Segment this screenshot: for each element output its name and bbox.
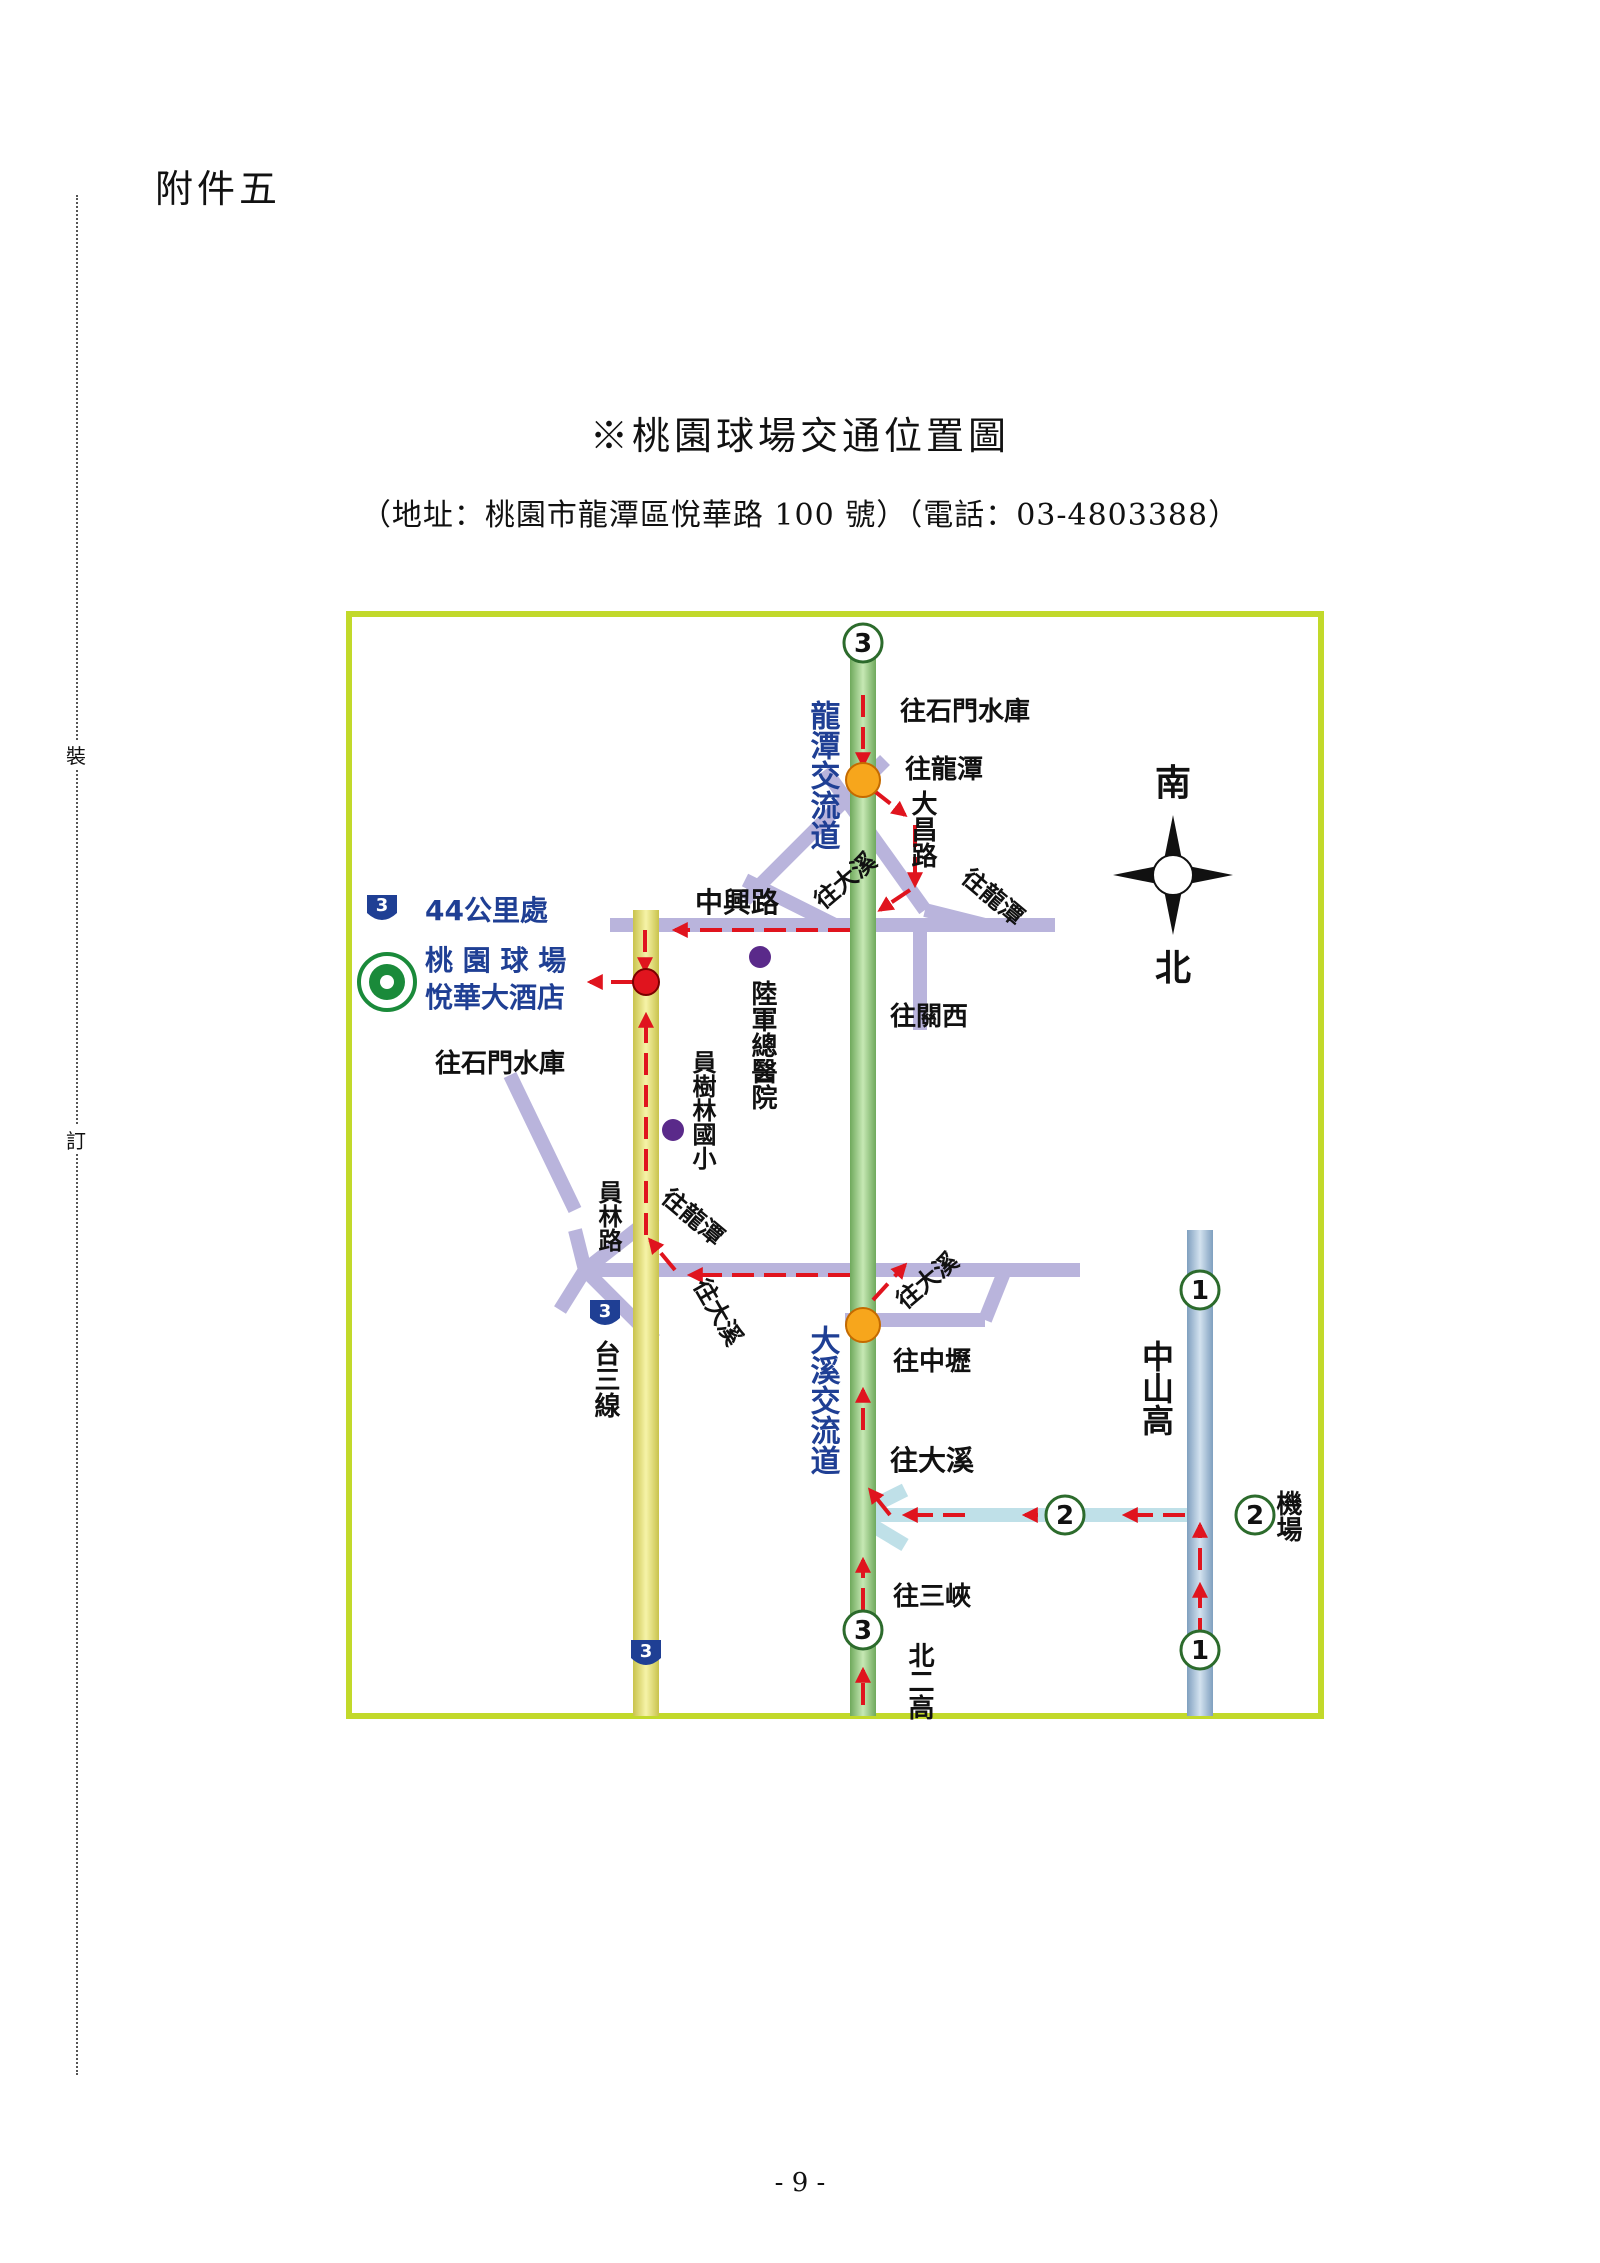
dachang-road-label: 大昌路: [907, 790, 937, 868]
binding-mark-zhuang: 裝: [62, 740, 90, 769]
provincial-shield-icon: [367, 895, 661, 1665]
to-sanxia-label: 往三峽: [893, 1581, 972, 1612]
shield-freeway3-top: 3: [854, 629, 872, 659]
army-hospital-marker: [749, 946, 771, 968]
shield-freeway2-mid: 2: [1056, 1501, 1074, 1531]
daxi-interchange-marker: [845, 1307, 881, 1343]
shield-freeway1-top: 1: [1191, 1276, 1209, 1306]
to-longtan-top-label: 往龍潭: [905, 754, 983, 785]
freeway-shield-icon: [842, 622, 1276, 1671]
stadium-label-line2: 悅華大酒店: [425, 981, 565, 1014]
sun-yat-sen-freeway-label: 中山高: [1137, 1340, 1175, 1436]
binding-mark-ding: 訂: [62, 1125, 90, 1154]
address-line: （地址：桃園市龍潭區悅華路 100 號）（電話：03-4803388）: [360, 498, 1240, 533]
to-daxi-bottom-label: 往大溪: [890, 1444, 975, 1477]
shield-provincial3-bottom: 3: [640, 1641, 653, 1662]
north-second-freeway-label: 北二高: [904, 1642, 934, 1720]
attachment-label: 附件五: [155, 167, 282, 211]
route-arrows: [586, 695, 1208, 1705]
page-number: - 9 -: [774, 2168, 826, 2198]
freeway3-road: [850, 650, 876, 1716]
daxi-interchange-label: 大溪交流道: [805, 1325, 841, 1476]
traffic-map: 3 3 1 1 2 2 3 3 3 南 北 龍潭交流道 大溪交流道 大昌路 陸軍…: [345, 610, 1325, 1720]
shield-provincial3-km: 3: [376, 895, 389, 916]
stadium-label-line1: 桃 園 球 場: [425, 944, 566, 977]
to-zhongli-label: 往中壢: [893, 1346, 971, 1377]
compass-rose-icon: [1113, 815, 1233, 935]
tai3-line-label: 台三線: [590, 1339, 620, 1419]
to-shimen-left-label: 往石門水庫: [435, 1048, 565, 1079]
compass-north-label: 北: [1155, 948, 1191, 989]
km44-label: 44公里處: [425, 894, 548, 927]
army-hospital-label: 陸軍總醫院: [747, 980, 777, 1110]
airport-label: 機場: [1272, 1490, 1302, 1543]
shield-freeway1-bottom: 1: [1191, 1636, 1209, 1666]
compass-south-label: 南: [1155, 763, 1191, 804]
stadium-logo-icon: [357, 952, 417, 1012]
elementary-school-label: 員樹林國小: [688, 1050, 717, 1171]
shield-provincial3-side: 3: [599, 1301, 612, 1322]
stadium-location-marker: [632, 968, 660, 996]
elementary-school-marker: [662, 1119, 684, 1141]
longtan-interchange-label: 龍潭交流道: [805, 699, 841, 851]
provincial3-road: [633, 910, 659, 1716]
to-shimen-top-label: 往石門水庫: [900, 696, 1030, 727]
longtan-interchange-marker: [845, 762, 881, 798]
page-title: ※桃園球場交通位置圖: [589, 414, 1010, 458]
zhongxing-road-label: 中興路: [695, 886, 780, 919]
shield-freeway3-bottom: 3: [854, 1616, 872, 1646]
yuanlin-road-label: 員林路: [594, 1180, 623, 1252]
shield-freeway2-right: 2: [1246, 1501, 1264, 1531]
map-border: [346, 611, 1324, 1719]
to-guanxi-label: 往關西: [890, 1001, 968, 1032]
